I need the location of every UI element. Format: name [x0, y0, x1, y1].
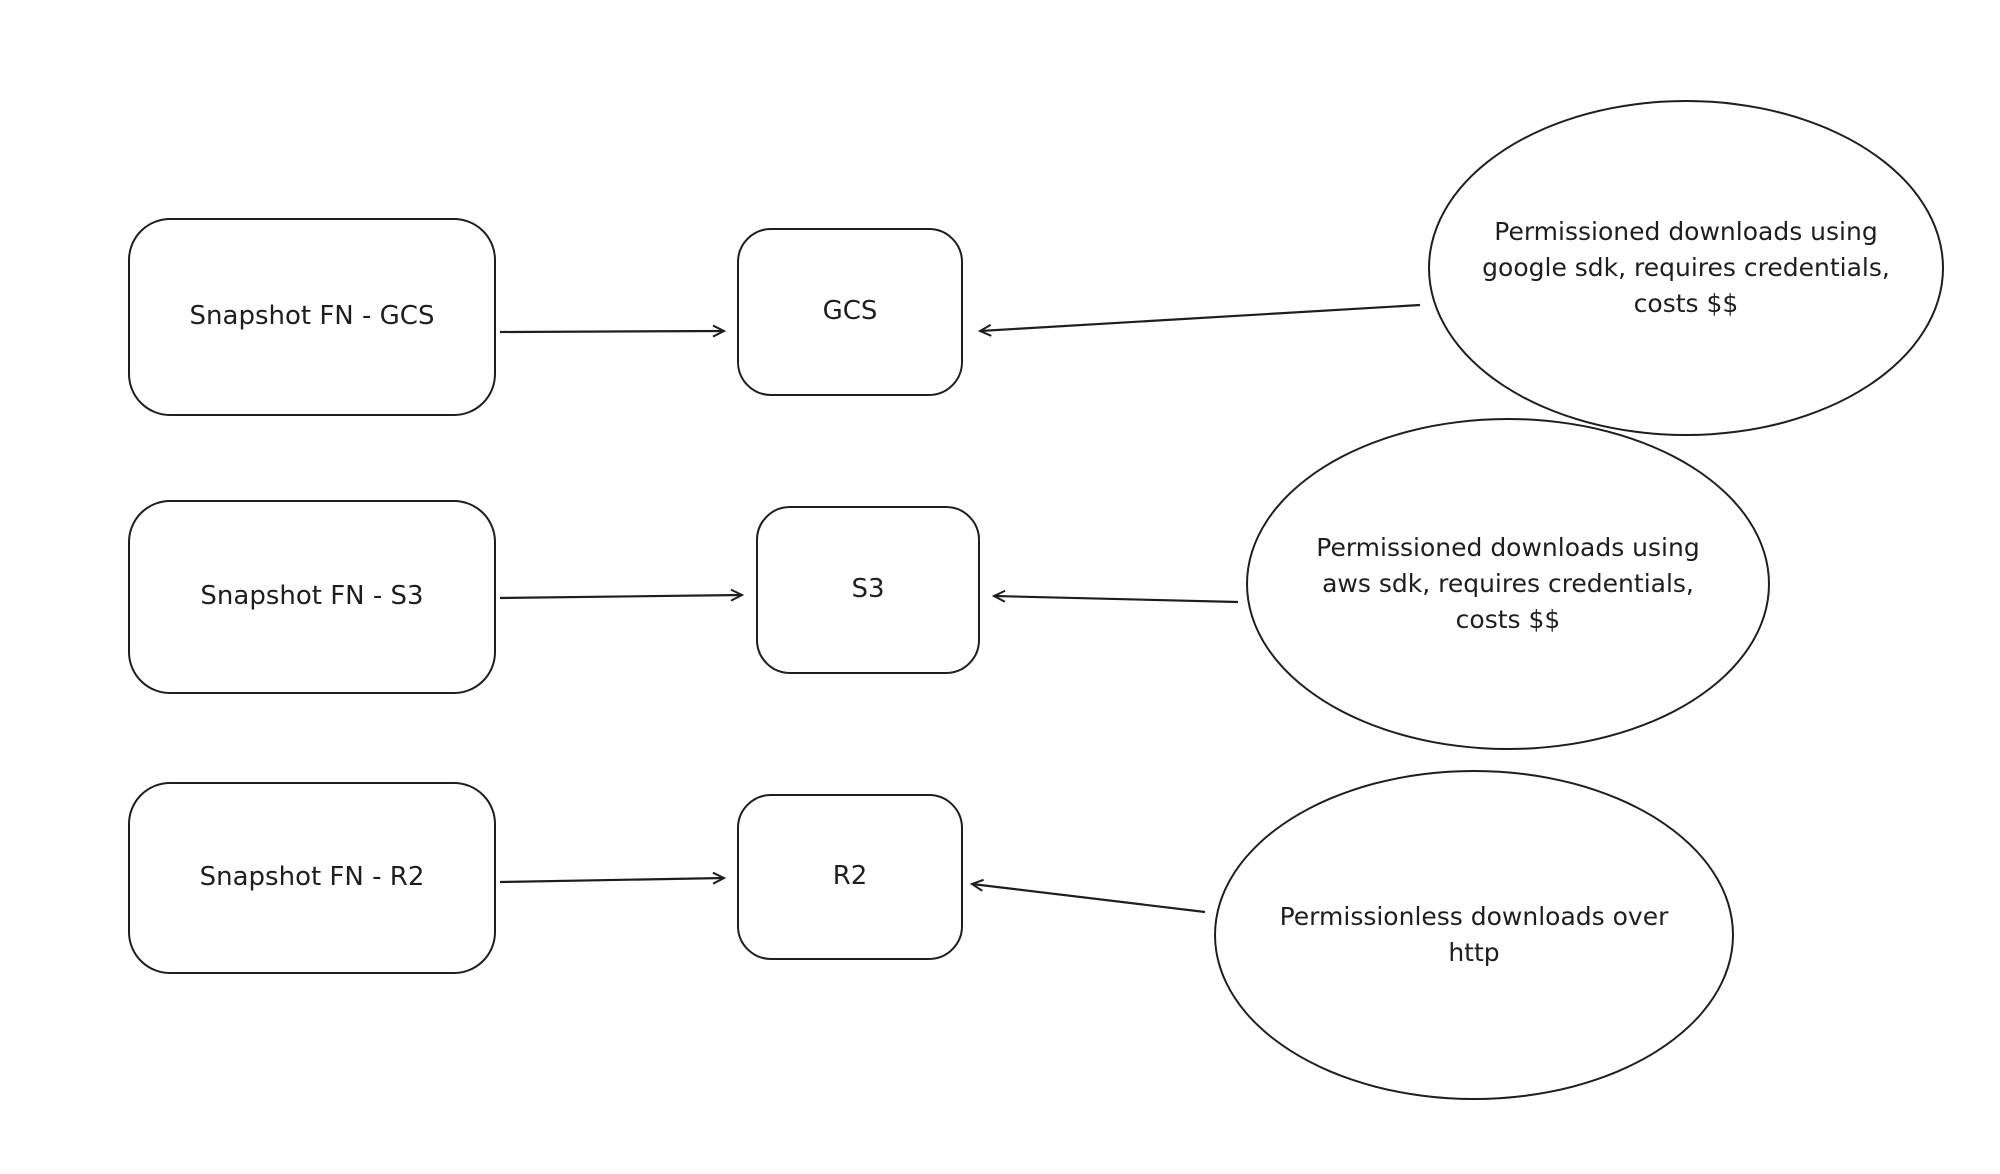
note-ellipse-s3[interactable]: Permissioned downloads using aws sdk, re…	[1246, 418, 1770, 750]
node-gcs-label: GCS	[822, 296, 878, 327]
node-snapshot-fn-s3[interactable]: Snapshot FN - S3	[128, 500, 496, 694]
node-r2-label: R2	[832, 861, 868, 892]
note-ellipse-r2[interactable]: Permissionless downloads over http	[1214, 770, 1734, 1100]
arrow-snapshot-r2-to-r2[interactable]	[499, 871, 727, 885]
arrow-note-to-gcs[interactable]	[977, 303, 1421, 337]
arrow-note-to-s3[interactable]	[991, 589, 1239, 604]
node-snapshot-fn-gcs[interactable]: Snapshot FN - GCS	[128, 218, 496, 416]
node-snapshot-fn-gcs-label: Snapshot FN - GCS	[189, 301, 435, 332]
node-s3[interactable]: S3	[756, 506, 980, 674]
note-ellipse-gcs[interactable]: Permissioned downloads using google sdk,…	[1428, 100, 1944, 436]
node-snapshot-fn-r2-label: Snapshot FN - R2	[199, 862, 425, 893]
node-snapshot-fn-r2[interactable]: Snapshot FN - R2	[128, 782, 496, 974]
note-ellipse-r2-text: Permissionless downloads over http	[1279, 901, 1669, 967]
node-r2[interactable]: R2	[737, 794, 963, 960]
arrow-note-to-r2[interactable]	[969, 878, 1206, 914]
node-s3-label: S3	[851, 574, 885, 605]
note-ellipse-s3-text: Permissioned downloads using aws sdk, re…	[1316, 532, 1700, 635]
node-gcs[interactable]: GCS	[737, 228, 963, 396]
arrow-snapshot-s3-to-s3[interactable]	[499, 588, 745, 602]
arrow-snapshot-gcs-to-gcs[interactable]	[499, 324, 727, 338]
node-snapshot-fn-s3-label: Snapshot FN - S3	[200, 581, 424, 612]
note-ellipse-gcs-text: Permissioned downloads using google sdk,…	[1482, 216, 1890, 319]
